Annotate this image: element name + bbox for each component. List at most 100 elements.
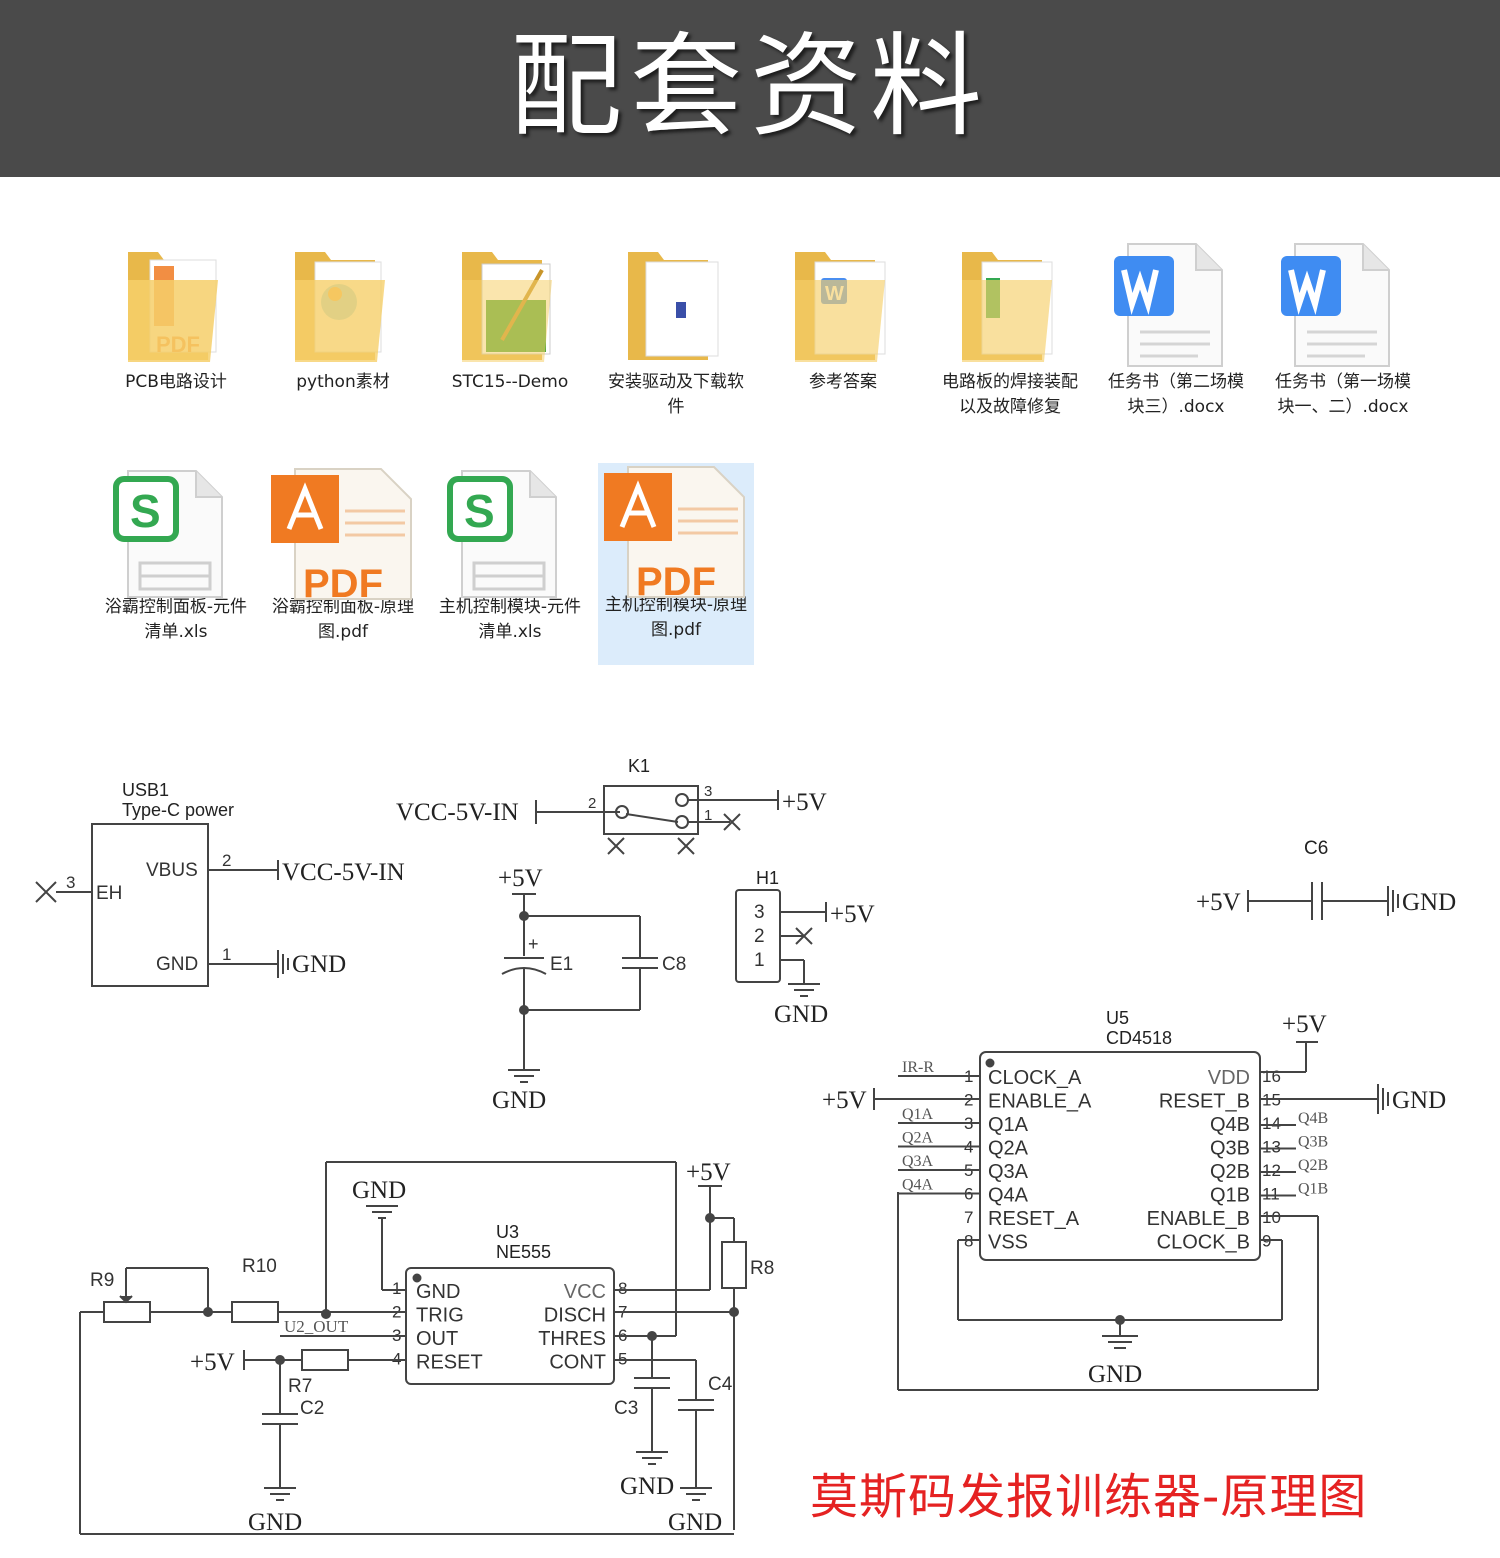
svg-text:GND: GND	[1402, 889, 1456, 916]
c6-capacitor: C6 +5V GND	[1196, 838, 1456, 920]
svg-text:C2: C2	[300, 1398, 324, 1419]
u5-pin-label: VSS	[988, 1232, 1028, 1254]
svg-text:R10: R10	[242, 1256, 277, 1277]
u5-cd4518: U5 CD4518 CLOCK_A1IR-RENABLE_A2Q1A3Q1AQ2…	[822, 1008, 1446, 1391]
e1-c8-capacitors: +5V + E1 C8 GND	[492, 865, 686, 1114]
excel-sheet-icon: S	[432, 465, 588, 598]
file-item[interactable]: python素材	[265, 240, 421, 395]
u3-pin-label: GND	[416, 1281, 460, 1303]
u5-pin-label: ENABLE_B	[1147, 1208, 1250, 1230]
file-label: 电路板的焊接装配以及故障修复	[942, 372, 1078, 417]
svg-text:+5V: +5V	[782, 789, 827, 816]
u3-pin-label: CONT	[549, 1352, 606, 1374]
file-item[interactable]: W 参考答案	[765, 240, 921, 395]
file-item[interactable]: 任务书（第一场模块一、二）.docx	[1265, 240, 1421, 420]
svg-text:GND: GND	[156, 954, 198, 975]
svg-text:K1: K1	[628, 756, 650, 776]
u5-pin-number: 7	[964, 1208, 973, 1227]
svg-text:3: 3	[754, 902, 765, 923]
file-label: 任务书（第二场模块三）.docx	[1108, 372, 1244, 417]
svg-text:C8: C8	[662, 954, 686, 975]
file-label: 参考答案	[809, 372, 877, 392]
u5-net-label: Q2B	[1298, 1157, 1328, 1174]
svg-text:2: 2	[222, 851, 231, 870]
file-item[interactable]: S 浴霸控制面板-元件清单.xls	[98, 465, 254, 645]
svg-text:+5V: +5V	[1282, 1011, 1327, 1038]
usb1-ref: USB1	[122, 780, 169, 800]
svg-text:R8: R8	[750, 1258, 774, 1279]
u5-pin-label: CLOCK_B	[1157, 1232, 1250, 1254]
svg-text:VBUS: VBUS	[146, 860, 198, 881]
svg-text:GND: GND	[1088, 1361, 1142, 1388]
svg-text:3: 3	[704, 783, 712, 800]
svg-text:GND: GND	[774, 1001, 828, 1028]
pdf-doc-icon: PDF	[598, 463, 754, 604]
svg-text:+5V: +5V	[830, 901, 875, 928]
svg-text:U5: U5	[1106, 1008, 1129, 1028]
file-label: 主机控制模块-原理图.pdf	[604, 595, 748, 640]
u3-pin-label: OUT	[416, 1328, 458, 1350]
file-label: 安装驱动及下载软件	[608, 372, 744, 417]
svg-text:+5V: +5V	[686, 1159, 731, 1186]
svg-text:R9: R9	[90, 1270, 114, 1291]
u5-pin-number: 16	[1262, 1067, 1281, 1086]
svg-text:NE555: NE555	[496, 1242, 551, 1262]
u3-pin-number: 8	[618, 1279, 627, 1298]
u3-pin-number: 1	[392, 1279, 401, 1298]
svg-text:GND: GND	[248, 1509, 302, 1536]
svg-text:CD4518: CD4518	[1106, 1028, 1172, 1048]
folder-pdf-icon: PDF	[98, 240, 254, 370]
svg-text:H1: H1	[756, 868, 779, 888]
file-item[interactable]: PDF 浴霸控制面板-原理图.pdf	[265, 465, 421, 645]
svg-text:VCC-5V-IN: VCC-5V-IN	[396, 799, 519, 826]
h1-header: H1 3 2 1 +5V GND	[735, 868, 875, 1028]
svg-text:+5V: +5V	[498, 865, 543, 892]
svg-text:GND: GND	[668, 1509, 722, 1536]
usb1-connector: USB1 Type-C power VBUS GND EH 2 VCC-5V-I…	[35, 780, 405, 987]
u5-pin-number: 10	[1262, 1208, 1281, 1227]
file-item[interactable]: PDF PCB电路设计	[98, 240, 254, 395]
folder-word-icon: W	[765, 240, 921, 370]
file-label: 任务书（第一场模块一、二）.docx	[1275, 372, 1411, 417]
u5-net-label: Q4A	[902, 1177, 934, 1194]
u5-pin-label: Q1B	[1210, 1185, 1250, 1207]
svg-text:E1: E1	[550, 954, 573, 975]
svg-text:C6: C6	[1304, 838, 1328, 859]
file-label: 浴霸控制面板-元件清单.xls	[104, 597, 248, 642]
u5-net-label: Q3A	[902, 1153, 934, 1170]
u5-pin-label: Q4A	[988, 1185, 1029, 1207]
svg-text:VCC-5V-IN: VCC-5V-IN	[282, 859, 405, 886]
file-label: python素材	[296, 372, 390, 392]
file-item-selected[interactable]: PDF 主机控制模块-原理图.pdf	[598, 463, 754, 665]
u5-net-label: Q2A	[902, 1130, 934, 1147]
k1-switch: K1 VCC-5V-IN 2 3 +5V 1	[396, 756, 827, 855]
file-item[interactable]: 任务书（第二场模块三）.docx	[1098, 240, 1254, 420]
u5-net-label: IR-R	[902, 1059, 934, 1076]
u5-pin-number: 11	[1262, 1185, 1280, 1204]
svg-text:GND: GND	[292, 951, 346, 978]
svg-text:PDF: PDF	[636, 560, 716, 601]
svg-text:1: 1	[222, 945, 231, 964]
u5-net-label: Q4B	[1298, 1110, 1328, 1127]
svg-text:C4: C4	[708, 1374, 733, 1395]
svg-text:+: +	[528, 934, 539, 954]
word-doc-icon	[1098, 240, 1254, 370]
u5-pin-label: Q4B	[1210, 1114, 1250, 1136]
svg-text:1: 1	[754, 950, 765, 971]
file-item[interactable]: S 主机控制模块-元件清单.xls	[432, 465, 588, 645]
u3-pin-label: RESET	[416, 1352, 483, 1374]
u5-pin-label: CLOCK_A	[988, 1067, 1082, 1089]
pdf-doc-icon: PDF	[265, 465, 421, 606]
svg-text:3: 3	[66, 873, 75, 892]
u5-pin-label: Q2A	[988, 1138, 1029, 1160]
file-label: 主机控制模块-元件清单.xls	[438, 597, 582, 642]
file-item[interactable]: 电路板的焊接装配以及故障修复	[932, 240, 1088, 420]
u3-pin-label: VCC	[564, 1281, 606, 1303]
svg-text:GND: GND	[492, 1087, 546, 1114]
svg-text:EH: EH	[96, 883, 122, 904]
file-item[interactable]: 安装驱动及下载软件	[598, 240, 754, 420]
svg-text:GND: GND	[1392, 1087, 1446, 1114]
file-item[interactable]: STC15--Demo	[432, 240, 588, 395]
svg-text:C3: C3	[614, 1398, 638, 1419]
svg-text:GND: GND	[352, 1177, 406, 1204]
